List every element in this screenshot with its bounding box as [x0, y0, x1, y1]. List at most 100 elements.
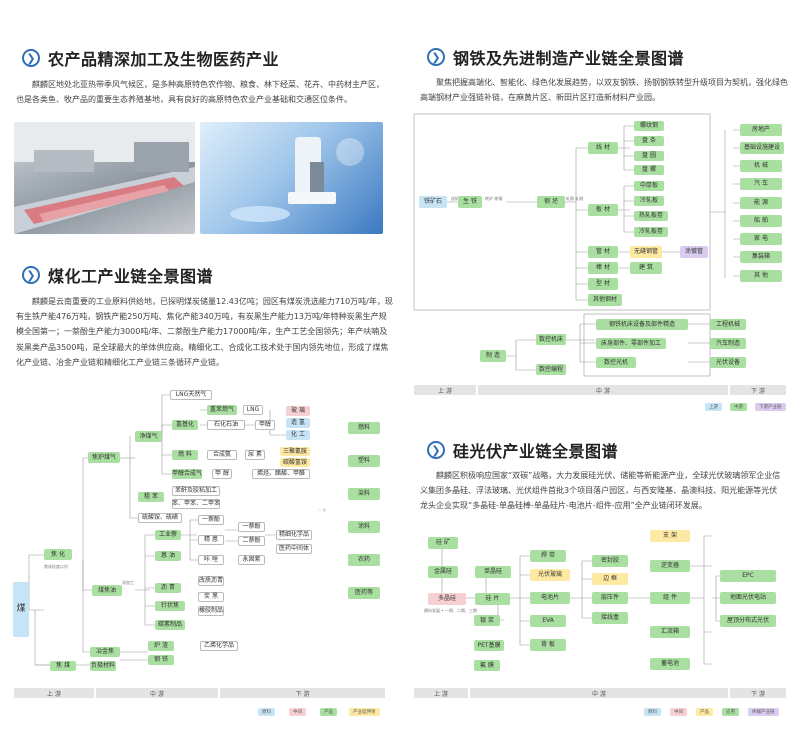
- ground-plant-node: 地面光伏电站: [720, 592, 776, 604]
- frame-node: 边 框: [592, 573, 628, 585]
- pig-iron-node: 生 铁: [458, 196, 482, 208]
- carbazole-node: 咔 唑: [198, 555, 224, 565]
- pv-legend-product: 产品: [696, 708, 713, 716]
- coal-legend-product: 产品: [320, 708, 337, 716]
- laminate-node: 层压件: [592, 592, 628, 604]
- deep-processing-note: 深加工: [122, 580, 134, 585]
- cnc-program-node: 数控编程: [536, 364, 566, 375]
- microscope-photo: [200, 122, 383, 234]
- app-machinery: 机 械: [740, 160, 782, 172]
- needle-coke-node: 针状焦: [155, 601, 185, 611]
- food-factory-photo: [14, 122, 195, 234]
- coal-band-midstream: 中 游: [96, 688, 218, 698]
- combiner-node: 汇流箱: [650, 626, 690, 638]
- lng-node: LNG天然气: [170, 390, 212, 400]
- app-other: 其 他: [740, 270, 782, 282]
- cold-plate-node: 冷轧板: [634, 196, 664, 206]
- steel-body: 聚焦把握高端化、智能化、绿色化发展趋势，以双友钢铁、扬钢钢铁转型升级项目为契机，…: [420, 78, 788, 102]
- pv-body: 麒麟区积极响应国家“双碳”战略，大力发展硅光伏、储能等新能源产业，全球光伏玻璃领…: [420, 471, 781, 510]
- cnc-optical-node: 数控光机: [596, 357, 636, 368]
- ethylene-node: 乙烯化学品: [200, 641, 238, 651]
- steel-legend-mid: 中游: [730, 403, 747, 411]
- engineering-machine-node: 工程机械: [710, 319, 746, 330]
- round-coil-node: 盘 圆: [634, 151, 664, 161]
- wire-coil-node: 盘 条: [634, 136, 664, 146]
- iron-ore-node: 铁矿石: [419, 196, 447, 208]
- coking-node: 焦 化: [44, 549, 72, 560]
- backsheet-node: 背 板: [530, 639, 566, 651]
- carbon-product-node: 碳素制品: [155, 620, 185, 630]
- coal-body: 麒麟是云南重要的工业原料供给地，已探明煤炭储量12.43亿吨；园区有煤炭洗选能力…: [16, 297, 393, 367]
- app-appliance: 家 电: [740, 233, 782, 245]
- app-infrastructure: 基础设施建设: [740, 142, 784, 154]
- metal-silicon-node: 金属硅: [428, 566, 458, 578]
- rebar-node: 螺纹钢: [634, 121, 664, 131]
- carbon-black-node: 炭 黑: [198, 592, 224, 602]
- naphthol1-node: 一萘酚: [198, 515, 224, 525]
- anthracene-oil-node: 蒽 油: [155, 551, 181, 561]
- benzene-gas-node: 重苯燃气: [207, 405, 237, 415]
- pv-legend-raw: 原料: [644, 708, 661, 716]
- rooftop-pv-node: 屋顶分布式光伏: [720, 615, 776, 627]
- steel-heading: ❯ 钢铁及先进制造产业链全景图谱: [427, 45, 684, 69]
- syngas-node: 甲醇合成气: [172, 469, 203, 479]
- chevron-right-icon: ❯: [427, 441, 445, 459]
- steel-title: 钢铁及先进制造产业链全景图谱: [453, 49, 685, 68]
- app-coating: 涂料: [348, 521, 380, 533]
- steel-band-midstream: 中 游: [478, 385, 728, 395]
- petro-node: 石化石油: [207, 420, 245, 430]
- agri-heading: ❯ 农产品精深加工及生物医药产业: [22, 46, 279, 70]
- bar-node: 棒 材: [588, 262, 618, 274]
- beta-naphthol-node: 二萘酚: [238, 536, 265, 546]
- pv-band-upstream: 上 游: [414, 688, 468, 698]
- met-coke-node: 冶金焦: [90, 647, 120, 657]
- coking-note: 焦炭粒度以内: [44, 564, 68, 569]
- agri-body: 麒麟区地处北亚热带季风气候区，是多种高原特色农作物、粮食、林下经菜、花卉、中药材…: [16, 80, 384, 104]
- glass-node: 玻 璃: [286, 406, 310, 416]
- pigment-node: 永固紫: [238, 555, 265, 565]
- fuel-node: 燃 料: [172, 450, 198, 460]
- coal-legend-ext: 产业延伸项: [349, 708, 380, 716]
- poly-note: 横向发展 • 一期、二期、三期: [424, 608, 477, 613]
- module-node: 组 件: [650, 592, 690, 604]
- pv-equipment-node: 光伏设备: [710, 357, 746, 368]
- wafer-node: 硅 片: [475, 593, 510, 605]
- alpha-naphthol-node: 一萘酚: [238, 522, 265, 532]
- olefin-node: 烯烃、醋酸、甲醛: [252, 469, 310, 479]
- pv-glass-node: 光伏玻璃: [530, 569, 570, 581]
- manufacturing-node: 制 造: [480, 350, 506, 362]
- coking-coal-node: 焦 煤: [50, 661, 76, 671]
- polysilicon-node: 多晶硅: [428, 593, 466, 605]
- btx-node: 苯、甲苯、二甲苯: [172, 499, 221, 509]
- hydrogenation-node: 氢基化: [172, 420, 198, 430]
- arrow-right-icon: ⇢: [318, 505, 327, 516]
- pv-legend-app: 应用: [722, 708, 739, 716]
- app-ship: 船 舶: [740, 215, 782, 227]
- pv-band-midstream: 中 游: [470, 688, 728, 698]
- ammonium-node: 碳酸氢铵: [280, 458, 310, 467]
- app-realestate: 房地产: [740, 124, 782, 136]
- steel-band-downstream: 下 游: [730, 385, 786, 395]
- methanol-node: 甲醇: [255, 420, 275, 430]
- steel-band-upstream: 上 游: [414, 385, 476, 395]
- coke-oven-gas-node: 焦炉煤气: [88, 452, 120, 463]
- car-manufacture-node: 汽车制造: [710, 338, 746, 349]
- quartz-node: 硅 矿: [428, 537, 458, 549]
- coal-root-node: 煤: [13, 582, 29, 637]
- pv-heading: ❯ 硅光伏产业链全景图谱: [427, 438, 618, 462]
- coal-tar-node: 煤焦油: [92, 585, 122, 596]
- coal-title: 煤化工产业链全景图谱: [48, 267, 214, 286]
- app-auto: 汽 车: [740, 178, 782, 190]
- crude-benzene-node: 粗 苯: [138, 492, 164, 502]
- pitch-node: 沥 青: [155, 583, 181, 593]
- bracket-node: 支 架: [650, 530, 690, 542]
- app-medicine: 医药等: [348, 587, 380, 599]
- coal-band-downstream: 下 游: [220, 688, 385, 698]
- app-fuel: 燃料: [348, 422, 380, 434]
- battery-node: 蓄电池: [650, 658, 690, 670]
- fine-chem-node: 精细化学品: [276, 530, 312, 540]
- iron-node: 钢 铁: [148, 655, 174, 665]
- chevron-right-icon: ❯: [22, 266, 40, 284]
- coal-legend-raw: 原料: [258, 708, 275, 716]
- cold-coil-node: 冷轧板卷: [634, 227, 668, 237]
